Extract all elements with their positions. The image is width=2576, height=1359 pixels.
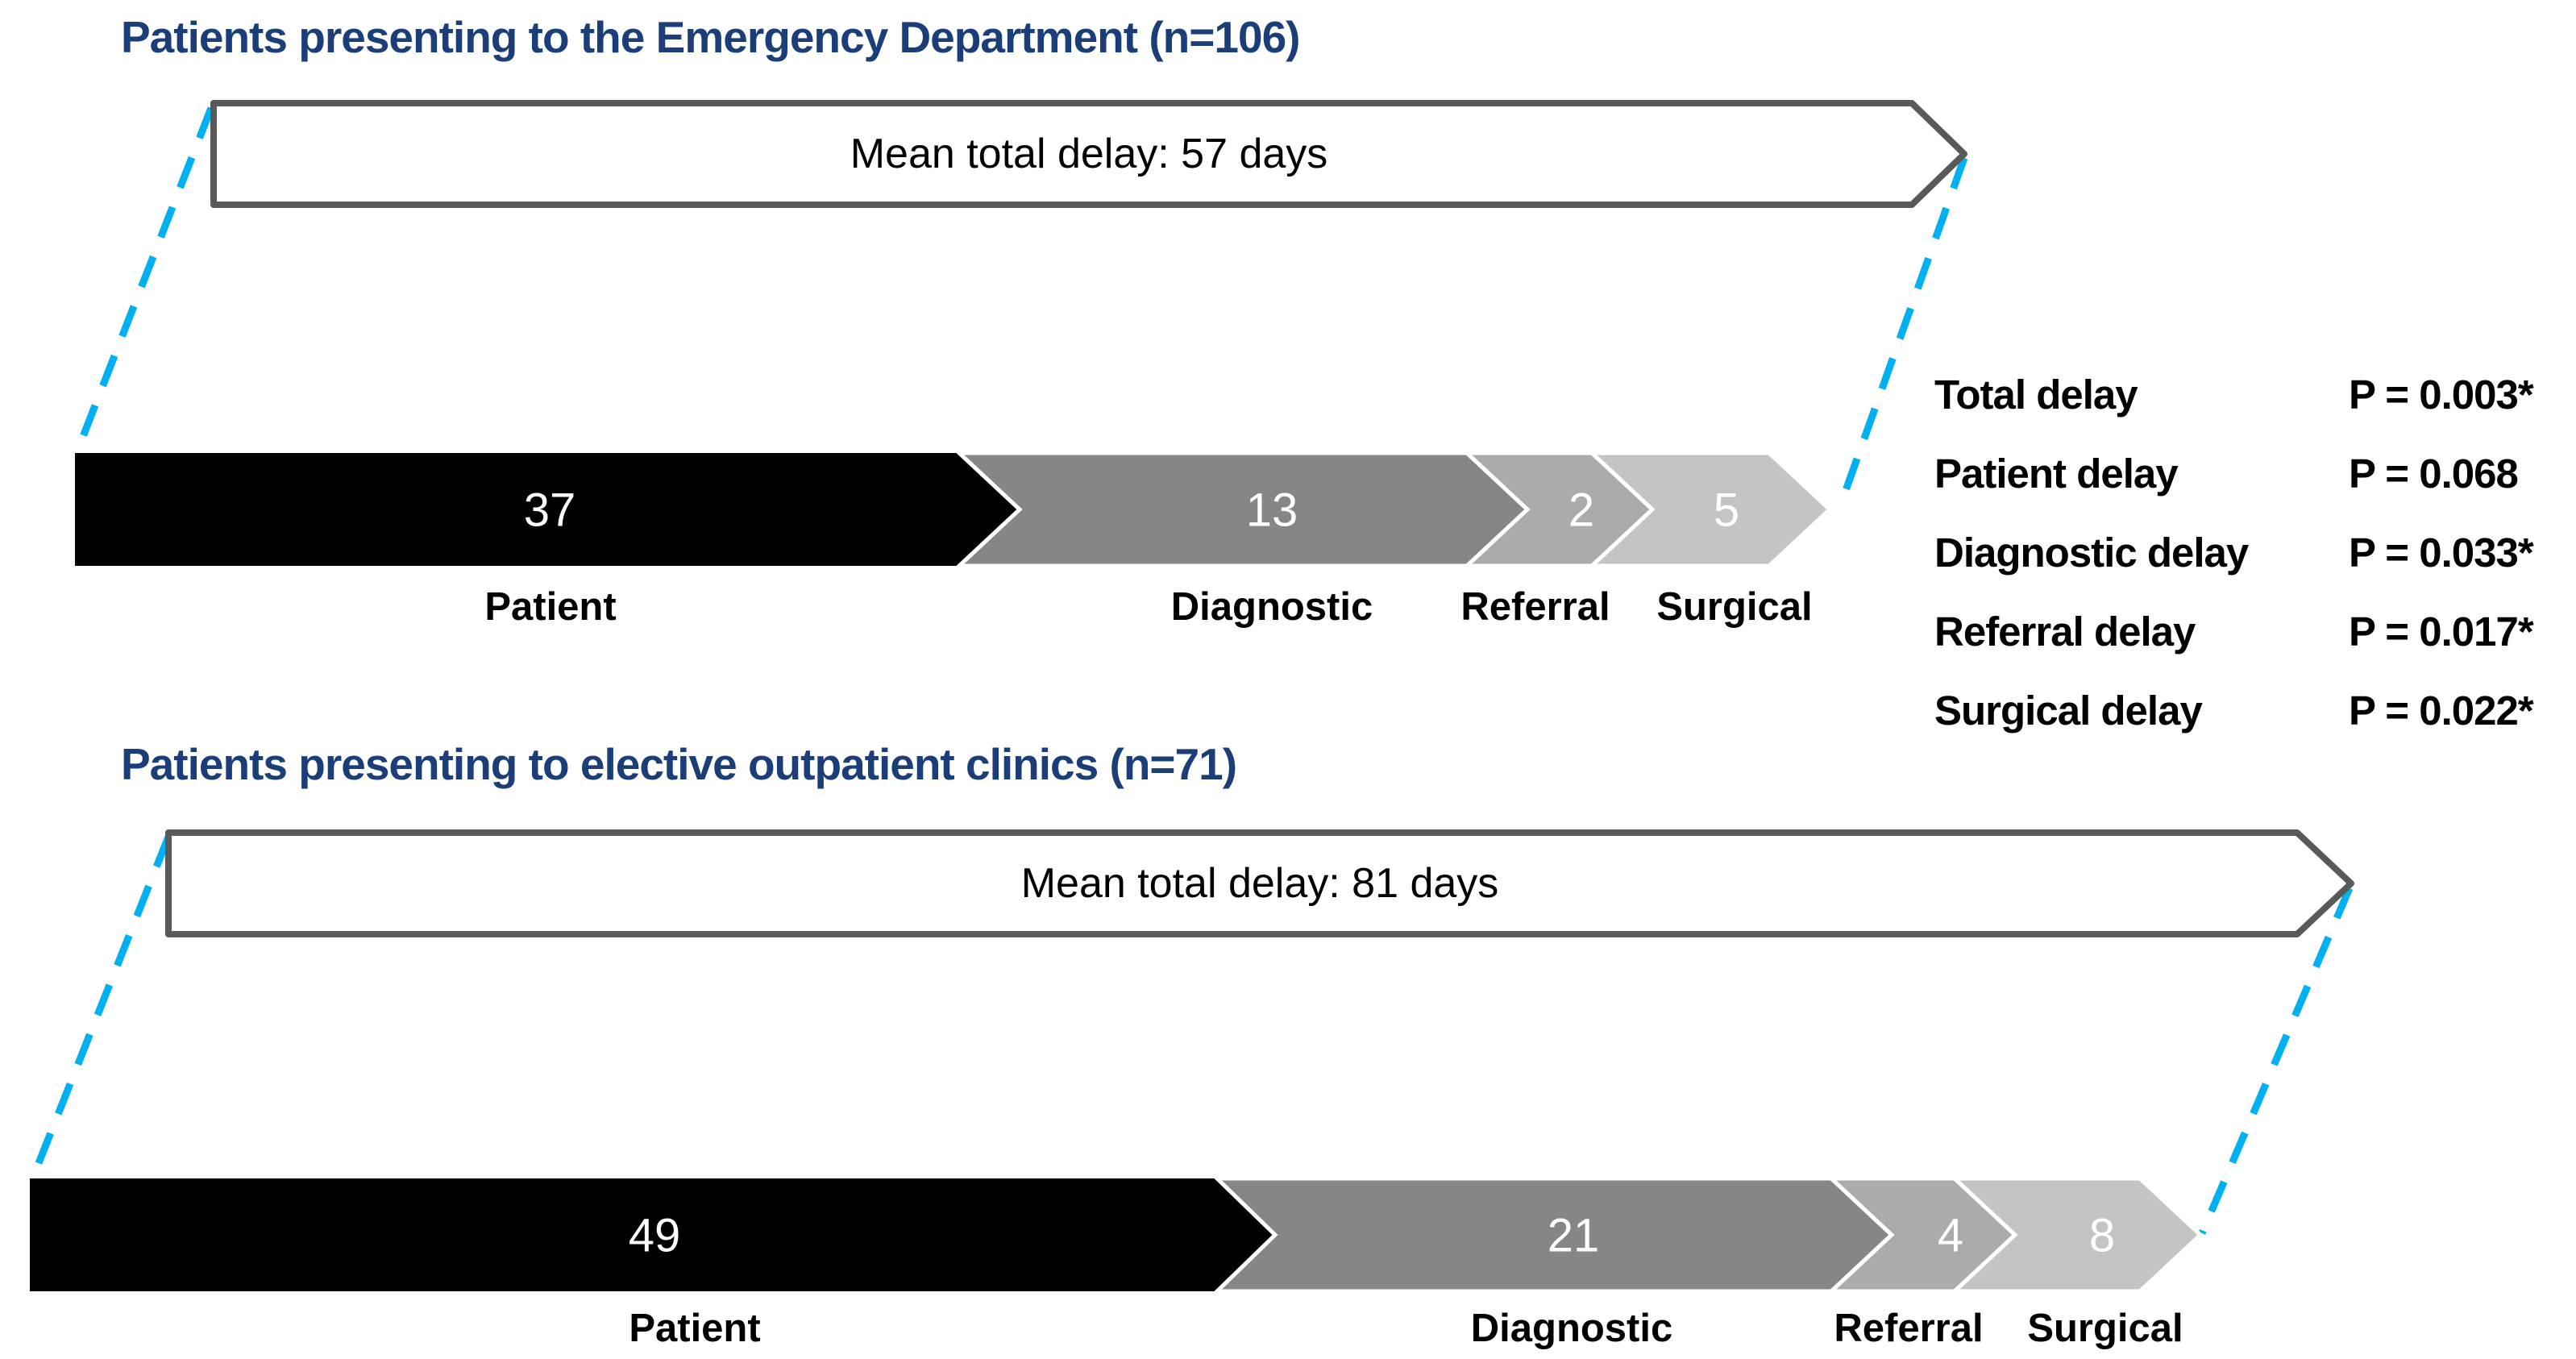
chevron-surgical-opc bbox=[1949, 1176, 2204, 1294]
p-row-label-surgical: Surgical delay bbox=[1934, 688, 2203, 734]
chevron-surgical-ed bbox=[1586, 451, 1833, 568]
mean-delay-banner-arrow-opc bbox=[165, 829, 2354, 937]
segment-value-diagnostic-ed: 13 bbox=[1245, 484, 1298, 537]
p-row-value-diagnostic: P = 0.033* bbox=[2349, 530, 2534, 576]
section-title-outpatient: Patients presenting to elective outpatie… bbox=[121, 739, 1237, 789]
segment-value-referral-opc: 4 bbox=[1937, 1209, 1964, 1262]
p-row-value-referral: P = 0.017* bbox=[2349, 609, 2534, 655]
segment-label-patient-opc: Patient bbox=[629, 1307, 761, 1350]
p-row-value-surgical: P = 0.022* bbox=[2349, 688, 2534, 734]
mean-delay-banner-text-ed: Mean total delay: 57 days bbox=[850, 131, 1328, 177]
section-title-emergency: Patients presenting to the Emergency Dep… bbox=[121, 12, 1300, 62]
p-row-label-total: Total delay bbox=[1934, 372, 2138, 418]
dashed-connector-bottom-left bbox=[30, 835, 172, 1177]
segment-label-patient-ed: Patient bbox=[484, 585, 617, 629]
segment-label-diagnostic-opc: Diagnostic bbox=[1470, 1307, 1673, 1350]
dashed-connector-bottom-right bbox=[2198, 887, 2354, 1235]
p-row-value-patient: P = 0.068 bbox=[2349, 451, 2519, 497]
chevron-patient-opc bbox=[30, 1178, 1275, 1291]
dashed-connector-top-right bbox=[1836, 156, 1968, 508]
segment-label-referral-opc: Referral bbox=[1834, 1307, 1984, 1350]
segment-label-referral-ed: Referral bbox=[1460, 585, 1610, 629]
p-row-value-total: P = 0.003* bbox=[2349, 372, 2534, 418]
chevron-patient-ed bbox=[75, 453, 1020, 566]
dashed-connector-top-left bbox=[73, 106, 215, 455]
p-row-label-patient: Patient delay bbox=[1934, 451, 2179, 497]
segment-value-surgical-ed: 5 bbox=[1713, 484, 1740, 537]
p-row-label-referral: Referral delay bbox=[1934, 609, 2196, 655]
segment-label-surgical-opc: Surgical bbox=[2027, 1307, 2183, 1350]
segment-value-referral-ed: 2 bbox=[1568, 484, 1595, 537]
segment-value-patient-opc: 49 bbox=[628, 1209, 681, 1262]
segment-label-surgical-ed: Surgical bbox=[1656, 585, 1813, 629]
segment-value-patient-ed: 37 bbox=[523, 484, 576, 537]
segment-label-diagnostic-ed: Diagnostic bbox=[1170, 585, 1373, 629]
mean-delay-banner-text-opc: Mean total delay: 81 days bbox=[1020, 860, 1499, 907]
segment-value-diagnostic-opc: 21 bbox=[1547, 1209, 1600, 1262]
p-row-label-diagnostic: Diagnostic delay bbox=[1934, 530, 2249, 576]
segment-value-surgical-opc: 8 bbox=[2088, 1209, 2116, 1262]
chevron-diagnostic-ed bbox=[954, 451, 1531, 568]
mean-delay-banner-arrow-ed bbox=[210, 100, 1967, 208]
